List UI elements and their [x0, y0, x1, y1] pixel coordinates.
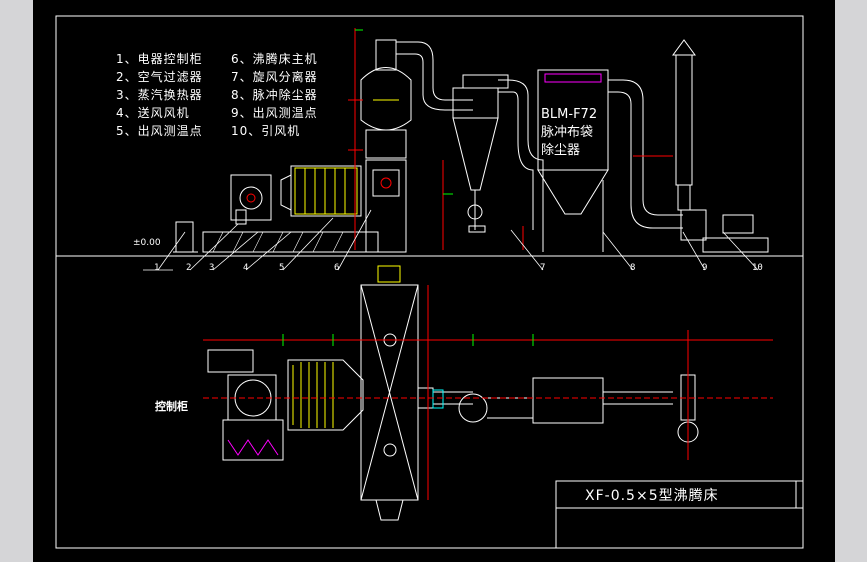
- baghouse-plan: [532, 377, 604, 424]
- inner-border: [55, 15, 804, 549]
- bed-expansion-section: [360, 67, 412, 131]
- baghouse-model-label: BLM-F72: [541, 107, 598, 122]
- legend-item-9: 9、出风测温点: [231, 106, 318, 120]
- callout-10: 10: [752, 263, 763, 273]
- callout-6: 6: [334, 263, 340, 273]
- engineering-drawing: [55, 15, 804, 549]
- level-marker: ±0.00: [133, 238, 161, 248]
- heat-exchanger-plan: [287, 359, 364, 431]
- legend-item-10: 10、引风机: [231, 124, 301, 138]
- legend-item-7: 7、旋风分离器: [231, 70, 318, 84]
- title-block: [555, 480, 804, 549]
- heat-exchanger: [290, 165, 362, 217]
- callout-4: 4: [243, 263, 249, 273]
- callout-2: 2: [186, 263, 192, 273]
- callout-1: 1: [154, 263, 160, 273]
- legend-item-3: 3、蒸汽换热器: [116, 88, 203, 102]
- callout-5: 5: [279, 263, 285, 273]
- heat-exchanger-coils: [294, 167, 358, 215]
- legend-item-8: 8、脉冲除尘器: [231, 88, 318, 102]
- drawing-frame: 1、电器控制柜 2、空气过滤器 3、蒸汽换热器 4、送风风机 5、出风测温点 6…: [33, 0, 835, 562]
- legend-item-2: 2、空气过滤器: [116, 70, 203, 84]
- heater-zigzag: [227, 439, 279, 456]
- legend-item-5: 5、出风测温点: [116, 124, 203, 138]
- cyclone-cone: [452, 117, 499, 191]
- legend-item-4: 4、送风风机: [116, 106, 190, 120]
- bed-main-body: [365, 159, 407, 253]
- callout-9: 9: [702, 263, 708, 273]
- cyclone-top: [452, 87, 499, 119]
- callout-8: 8: [630, 263, 636, 273]
- drawing-title: XF-0.5×5型沸腾床: [585, 488, 719, 504]
- control-cabinet-label: 控制柜: [155, 400, 188, 413]
- control-cabinet-elevation: [175, 221, 194, 253]
- callout-3: 3: [209, 263, 215, 273]
- legend-item-1: 1、电器控制柜: [116, 52, 203, 66]
- callout-7: 7: [540, 263, 546, 273]
- legend-item-6: 6、沸腾床主机: [231, 52, 318, 66]
- baghouse-name-line2: 除尘器: [541, 143, 581, 158]
- blower-housing: [230, 174, 272, 221]
- induced-fan: [680, 209, 707, 241]
- baghouse-name-line1: 脉冲布袋: [541, 125, 594, 140]
- cyclone-plan: [458, 393, 488, 423]
- base-slab: [202, 231, 379, 253]
- chimney: [675, 54, 693, 186]
